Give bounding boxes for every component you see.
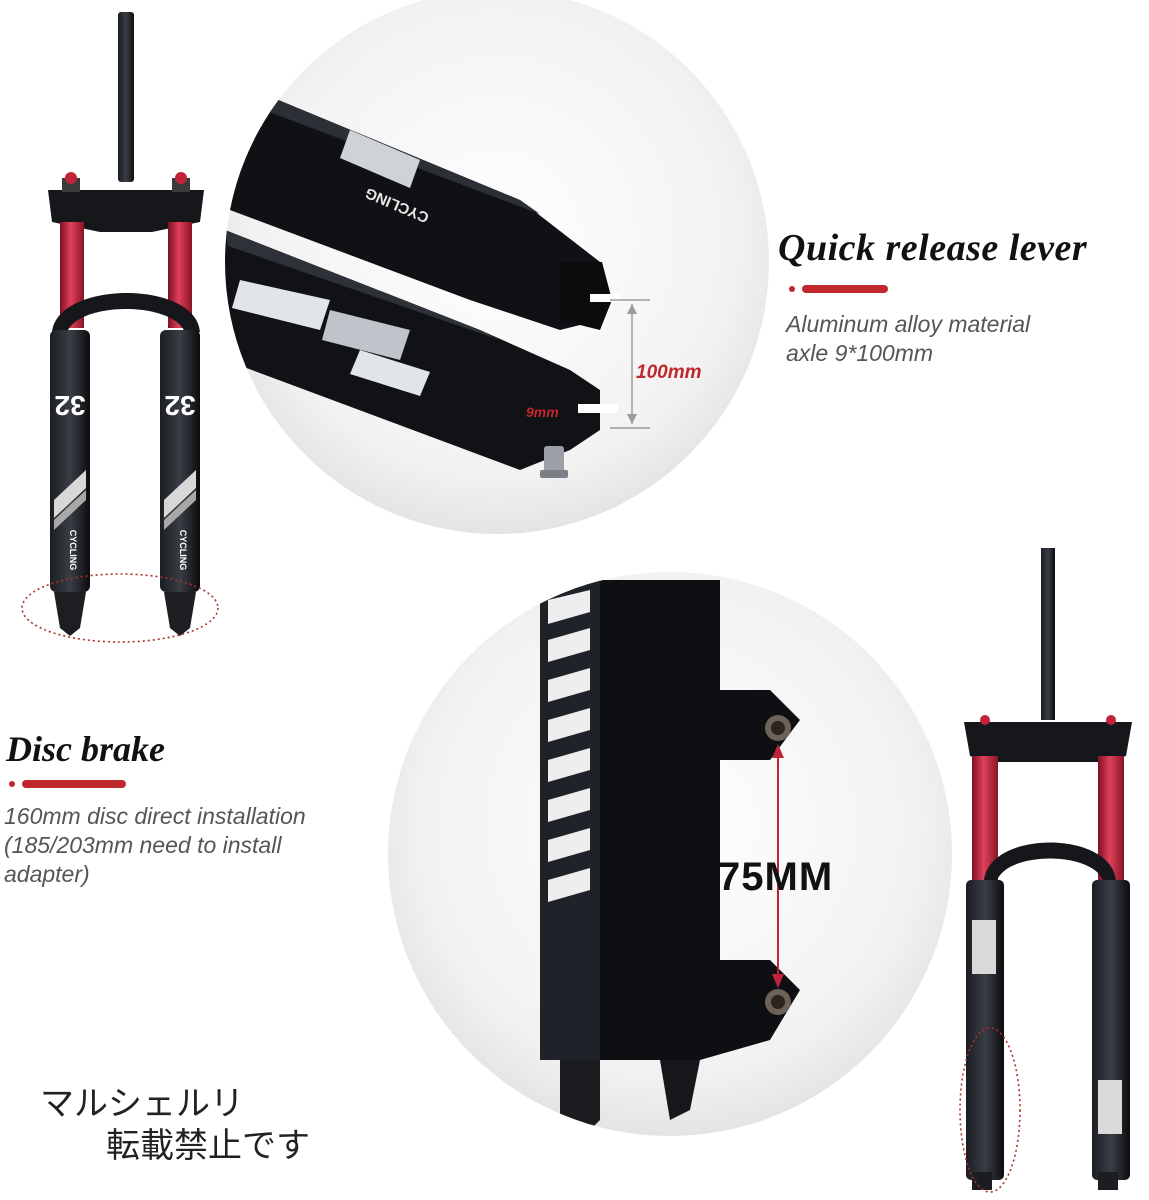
disc-brake-desc-line-1: 160mm disc direct installation bbox=[4, 803, 306, 829]
disc-brake-accent bbox=[9, 780, 126, 788]
disc-brake-desc-line-2: (185/203mm need to install bbox=[4, 832, 282, 858]
brand-decal-left: CYCLING bbox=[68, 530, 78, 571]
fork-hero-image: 32 32 CYCLING CYCLING bbox=[21, 12, 219, 643]
size-decal-left: 32 bbox=[54, 390, 85, 421]
brand-decal-right: CYCLING bbox=[178, 530, 188, 571]
disc-mount-closeup bbox=[388, 572, 952, 1136]
mount-spacing-label: 75MM bbox=[718, 855, 834, 899]
quick-release-desc-line-1: Aluminum alloy material bbox=[786, 311, 1031, 337]
quick-release-description: Aluminum alloy material axle 9*100mm bbox=[786, 310, 1126, 368]
watermark-line-1: マルシェルリ bbox=[40, 1084, 244, 1124]
quick-release-title: Quick release lever bbox=[778, 227, 1088, 269]
axle-length-label: 100mm bbox=[636, 362, 702, 383]
fork-side-image bbox=[959, 548, 1132, 1193]
quick-release-desc-line-2: axle 9*100mm bbox=[786, 340, 934, 366]
size-decal-right: 32 bbox=[164, 390, 195, 421]
axle-diameter-label: 9mm bbox=[526, 404, 559, 420]
disc-brake-desc-line-3: adapter) bbox=[4, 861, 90, 887]
watermark-line-2: 転載禁止です bbox=[106, 1126, 310, 1166]
quick-release-accent bbox=[789, 285, 888, 293]
axle-dropout-closeup: CYCLING bbox=[225, 0, 769, 534]
disc-brake-description: 160mm disc direct installation (185/203m… bbox=[4, 802, 384, 889]
disc-brake-title: Disc brake bbox=[6, 729, 165, 769]
